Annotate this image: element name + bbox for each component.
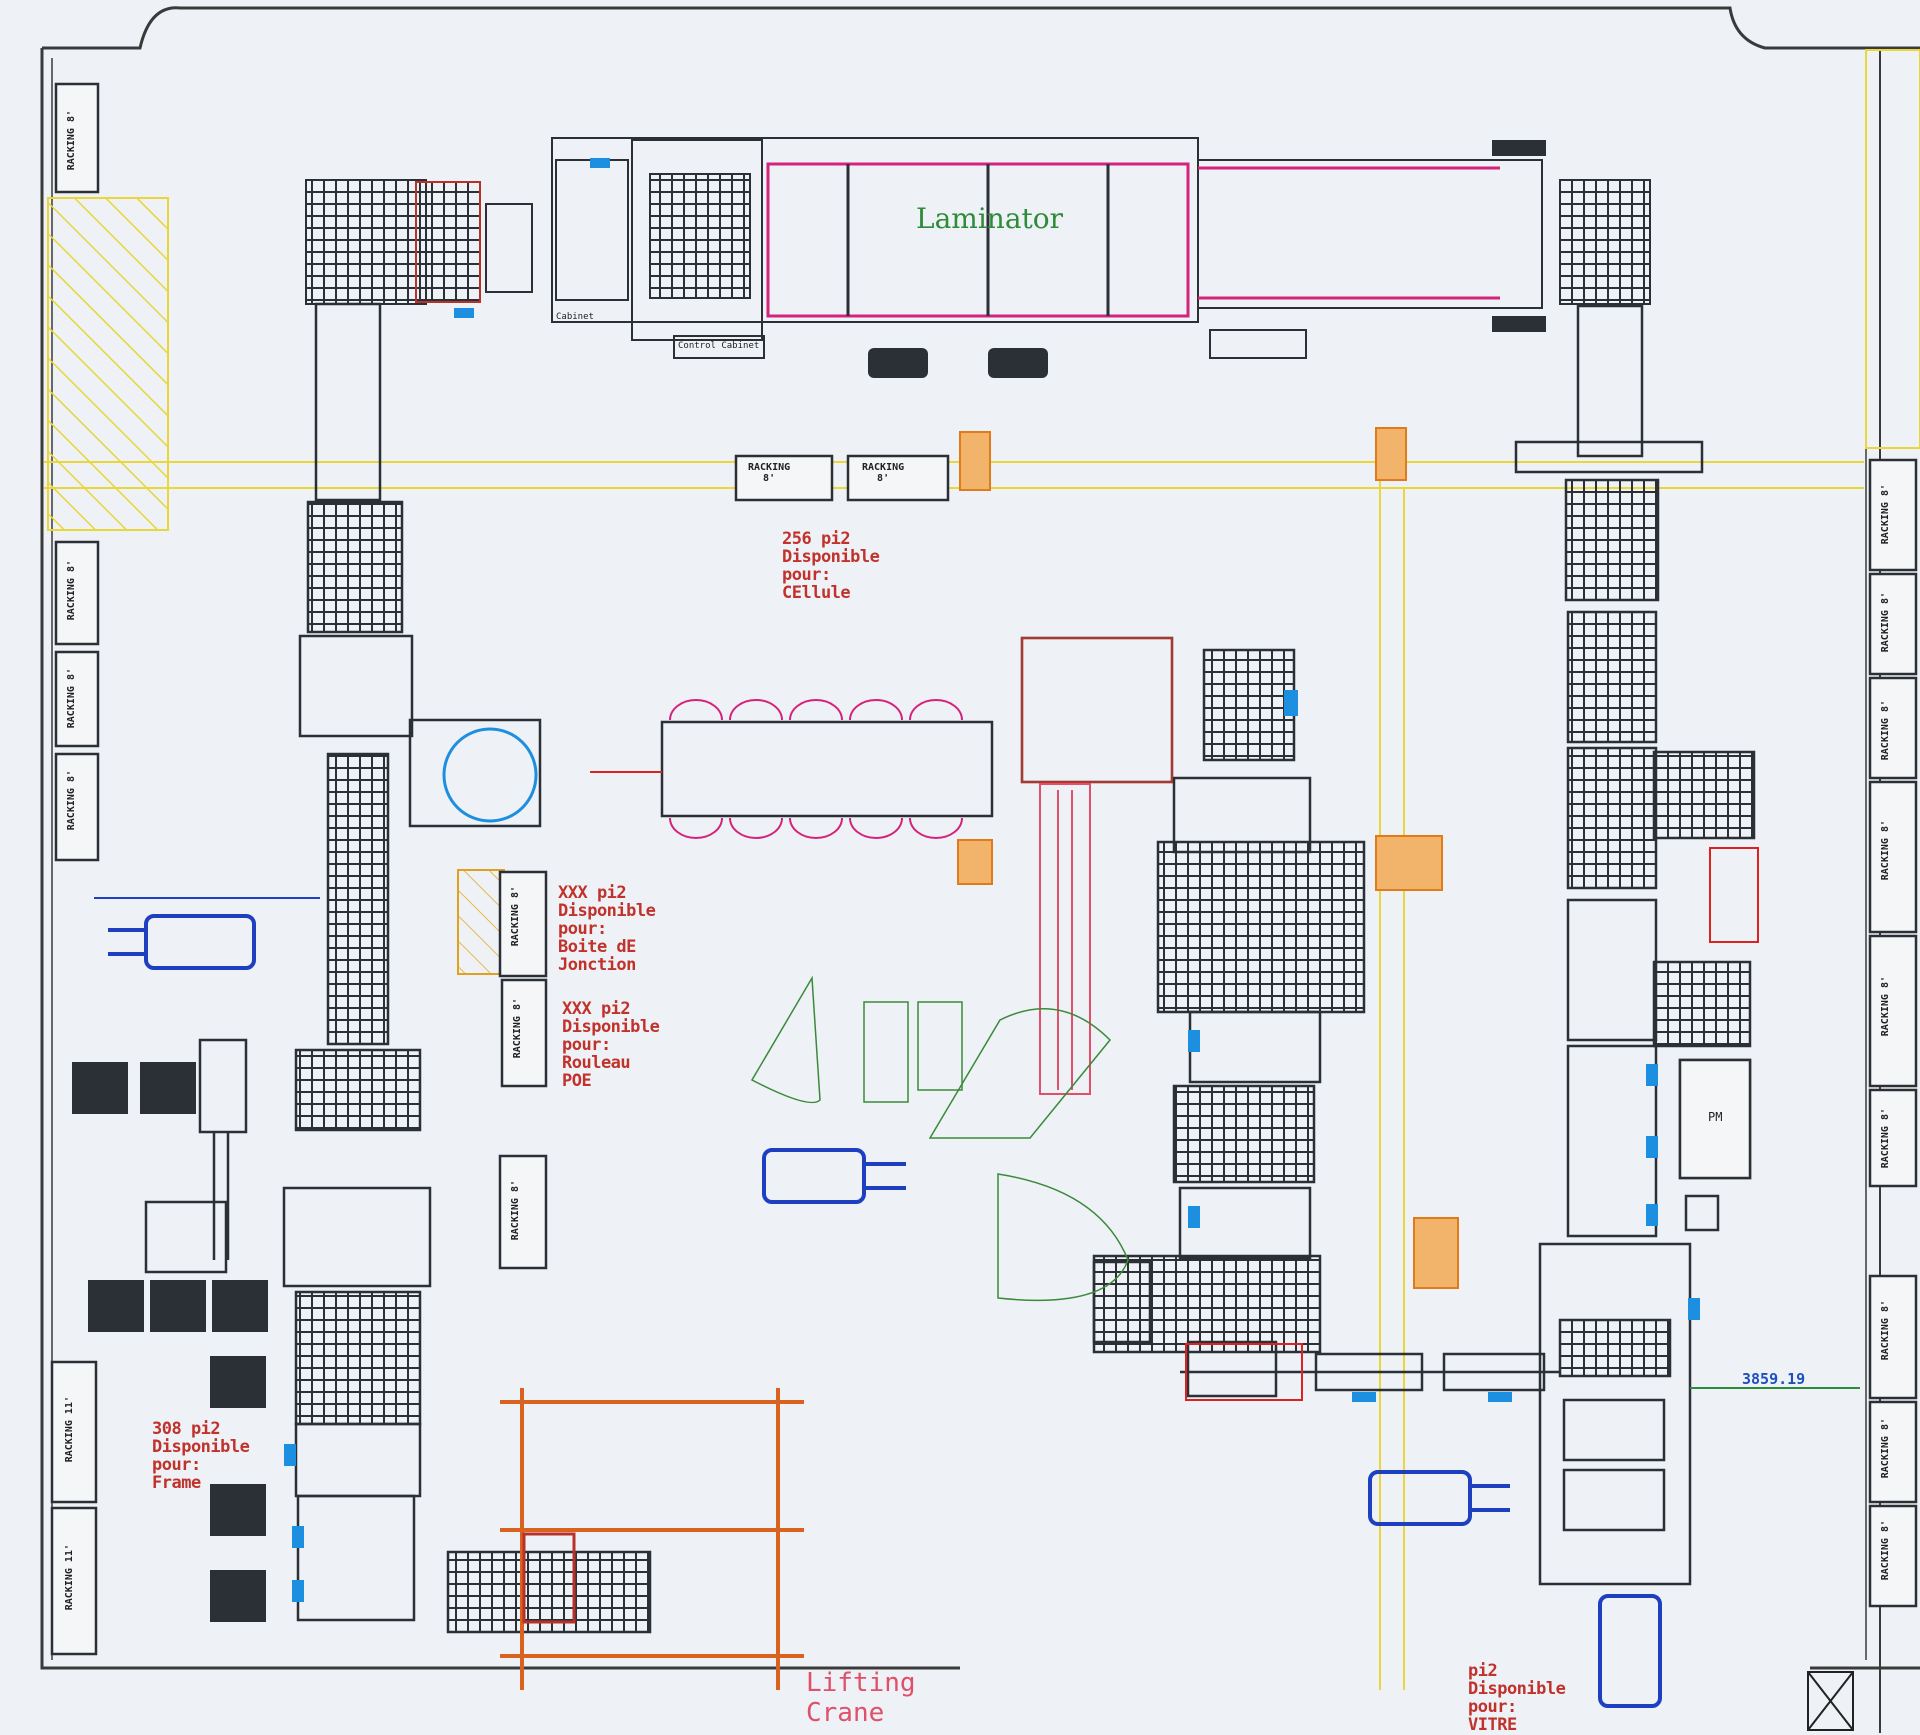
racking-label: RACKING 8' — [1880, 1300, 1891, 1361]
note-rouleau: XXX pi2 Disponible pour: Rouleau POE — [562, 999, 660, 1091]
red-unit-right — [1709, 847, 1759, 943]
racking-label: RACKING 8' — [1880, 1418, 1891, 1479]
stringer-area — [1021, 637, 1173, 783]
pm-box — [1678, 1058, 1752, 1180]
pm-label: PM — [1708, 1110, 1723, 1124]
vertical-conveyor-red — [1039, 783, 1091, 1095]
note-boite: XXX pi2 Disponible pour: Boite dE Joncti… — [558, 883, 656, 975]
racking-label: RACKING 8' — [510, 1180, 521, 1241]
racking-label: RACKING 8' — [66, 770, 77, 831]
turntable — [442, 727, 538, 823]
racking-label: RACKING 8' — [66, 560, 77, 621]
lifting-crane — [500, 1388, 804, 1690]
note-cellule: 256 pi2 Disponible pour: CEllule — [782, 529, 880, 603]
left-wall-rackings — [50, 82, 100, 1656]
cabinet-label: Cabinet — [556, 312, 594, 322]
left-conveyor — [282, 302, 652, 1634]
tabber-line — [590, 699, 994, 839]
bottom-conveyor — [1092, 1254, 1560, 1398]
door-icon — [1807, 1671, 1854, 1731]
racking-label: RACKING 8' — [1880, 820, 1891, 881]
right-wall-rackings — [1868, 458, 1918, 1608]
right-hatched-zone — [1865, 49, 1920, 449]
note-frame: 308 pi2 Disponible pour: Frame — [152, 1419, 250, 1493]
racking-label: RACKING 8' — [66, 668, 77, 729]
racking-label: RACKING 8' — [66, 110, 77, 171]
hoist-left — [144, 1038, 248, 1274]
laminator-units — [868, 140, 1546, 378]
laminator — [766, 162, 1500, 318]
racking-label: RACKING 11' — [64, 1544, 75, 1611]
forklift-icon — [108, 914, 1662, 1708]
center-racks — [498, 454, 950, 1270]
racking-label: RACKING 8' — [1880, 484, 1891, 545]
aisle-lines — [44, 461, 1864, 1690]
note-vitre: pi2 Disponible pour: VITRE — [1468, 1661, 1566, 1735]
hatched-bin — [457, 869, 505, 975]
control-cabinet-label: Control Cabinet — [678, 341, 760, 351]
top-conveyor — [305, 137, 1651, 359]
pallets-left — [72, 1062, 268, 1622]
racking-label: RACKING 8' — [510, 886, 521, 947]
laminator-label: Laminator — [916, 202, 1064, 235]
red-frame-bottom — [1185, 1343, 1303, 1401]
racking-label: RACKING 11' — [64, 1396, 75, 1463]
center-equipment — [1020, 636, 1366, 1260]
racking-label: RACKING 8' — [1880, 1520, 1891, 1581]
racking-label: RACKING 8' — [1880, 592, 1891, 653]
racking-label: RACKING 8' — [1880, 1108, 1891, 1169]
racking-label: RACKING 8' — [1880, 976, 1891, 1037]
racking-label: RACKING 8' — [512, 998, 523, 1059]
crane-hoist — [522, 1532, 576, 1624]
blue-tags — [284, 158, 1700, 1602]
robot-reach — [750, 975, 1129, 1301]
orange-tags — [957, 427, 1459, 1289]
right-conveyor — [1514, 304, 1756, 1586]
storage-zone — [47, 197, 169, 531]
racking-label: RACKING 8' — [1880, 700, 1891, 761]
dimension-label: 3859.19 — [1742, 1370, 1806, 1388]
lifting-crane-label: Lifting Crane — [806, 1668, 916, 1728]
